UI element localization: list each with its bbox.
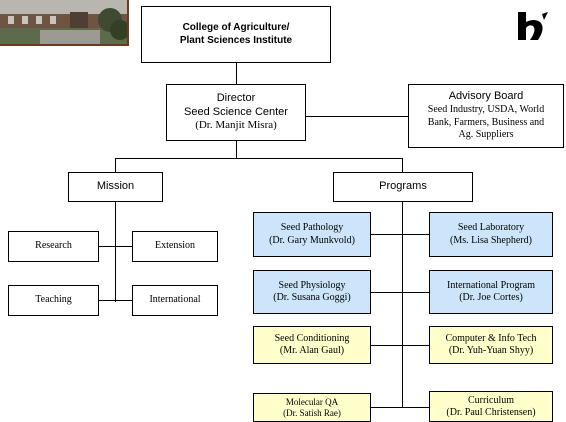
program-curriculum: Curriculum (Dr. Paul Christensen) (429, 391, 553, 422)
director-name: (Dr. Manjit Misra) (195, 119, 277, 132)
program-seed-pathology: Seed Pathology (Dr. Gary Munkvold) (253, 212, 371, 257)
connector (236, 63, 237, 84)
advisory-board-box: Advisory Board Seed Industry, USDA, Worl… (408, 84, 564, 148)
advisory-line-4: Ag. Suppliers (458, 129, 514, 141)
connector (99, 246, 132, 247)
director-box: Director Seed Science Center (Dr. Manjit… (166, 84, 306, 141)
connector (115, 158, 116, 172)
mission-box: Mission (68, 172, 163, 202)
advisory-line-3: Bank, Farmers, Business and (427, 116, 545, 128)
advisory-line-2: Seed Industry, USDA, World (427, 104, 545, 116)
program-molecular-qa: Molecular QA (Dr. Satish Rae) (253, 393, 371, 422)
mission-item-teaching: Teaching (8, 285, 99, 316)
connector (402, 202, 403, 408)
director-title: Director (216, 91, 256, 104)
connector (371, 234, 429, 235)
mission-label: Mission (96, 180, 135, 193)
mission-item-extension: Extension (132, 231, 218, 262)
header-line-1: College of Agriculture/ (182, 22, 290, 33)
program-seed-conditioning: Seed Conditioning (Mr. Alan Gaul) (253, 326, 371, 364)
connector (99, 300, 132, 301)
programs-box: Programs (333, 172, 473, 202)
connector (236, 141, 237, 158)
connector (371, 407, 429, 408)
programs-label: Programs (379, 180, 427, 193)
connector (306, 116, 408, 117)
header-box: College of Agriculture/ Plant Sciences I… (141, 6, 331, 63)
mission-item-research: Research (8, 231, 99, 262)
campus-photo (0, 0, 129, 46)
connector (402, 158, 403, 172)
program-international-program: International Program (Dr. Joe Cortes) (429, 270, 553, 314)
program-computer-info-tech: Computer & Info Tech (Dr. Yuh-Yuan Shyy) (429, 326, 553, 364)
program-seed-laboratory: Seed Laboratory (Ms. Lisa Shepherd) (429, 212, 553, 257)
university-logo-icon (508, 6, 558, 46)
connector (371, 292, 429, 293)
program-seed-physiology: Seed Physiology (Dr. Susana Goggi) (253, 270, 371, 314)
director-center: Seed Science Center (184, 105, 288, 118)
mission-item-international: International (132, 285, 218, 316)
connector (371, 345, 429, 346)
header-line-2: Plant Sciences Institute (179, 34, 293, 46)
connector (115, 202, 116, 302)
connector (115, 158, 403, 159)
advisory-title: Advisory Board (448, 90, 524, 103)
